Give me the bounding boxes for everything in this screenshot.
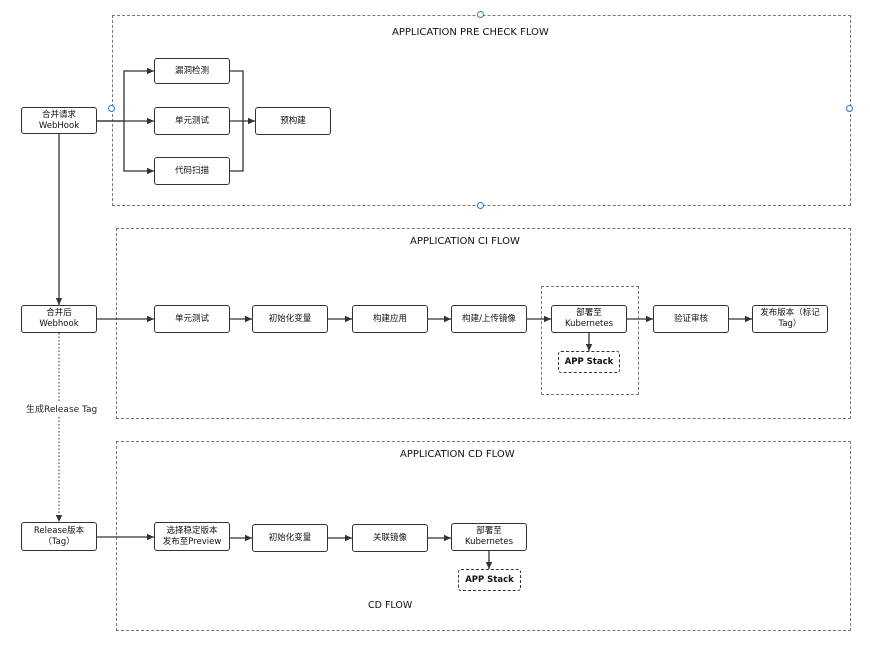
build-push-image-node[interactable]: 构建/上传镜像 bbox=[451, 305, 527, 333]
release-version-node[interactable]: Release版本 （Tag） bbox=[21, 522, 97, 551]
deploy-kubernetes-ci-node[interactable]: 部署至 Kubernetes bbox=[551, 305, 627, 333]
publish-version-node[interactable]: 发布版本（标记 Tag） bbox=[752, 305, 828, 333]
merged-webhook-node[interactable]: 合并后 Webhook bbox=[21, 305, 97, 333]
code-scan-node[interactable]: 代码扫描 bbox=[154, 157, 230, 185]
unit-test-precheck-node[interactable]: 单元测试 bbox=[154, 107, 230, 135]
edge-merge-to-codescan bbox=[123, 121, 154, 175]
init-vars-cd-node[interactable]: 初始化变量 bbox=[252, 524, 328, 552]
link-image-node[interactable]: 关联镜像 bbox=[352, 524, 428, 552]
gen-release-tag-label: 生成Release Tag bbox=[26, 402, 98, 415]
resize-handle-top[interactable] bbox=[477, 11, 484, 18]
cd-flow-label: CD FLOW bbox=[368, 600, 413, 611]
prebuild-node[interactable]: 预构建 bbox=[255, 107, 331, 135]
deploy-group-frame bbox=[541, 286, 639, 395]
resize-handle-bottom[interactable] bbox=[477, 202, 484, 209]
app-stack-cd-node[interactable]: APP Stack bbox=[458, 569, 521, 591]
ci-frame bbox=[116, 228, 851, 419]
resize-handle-left[interactable] bbox=[108, 105, 115, 112]
merge-request-webhook-node[interactable]: 合并请求 WebHook bbox=[21, 107, 97, 134]
resize-handle-right[interactable] bbox=[846, 105, 853, 112]
cd-frame bbox=[116, 441, 851, 631]
edge-merge-to-vuln bbox=[97, 67, 154, 122]
ci-frame-title: APPLICATION CI FLOW bbox=[410, 236, 520, 247]
unit-test-ci-node[interactable]: 单元测试 bbox=[154, 305, 230, 333]
cd-frame-title: APPLICATION CD FLOW bbox=[400, 449, 515, 460]
select-stable-version-node[interactable]: 选择稳定版本 发布至Preview bbox=[154, 522, 230, 551]
build-app-node[interactable]: 构建应用 bbox=[352, 305, 428, 333]
verify-review-node[interactable]: 验证审核 bbox=[653, 305, 729, 333]
app-stack-ci-node[interactable]: APP Stack bbox=[558, 351, 620, 373]
vuln-scan-node[interactable]: 漏洞检测 bbox=[154, 58, 230, 84]
precheck-frame-title: APPLICATION PRE CHECK FLOW bbox=[392, 27, 549, 38]
init-vars-ci-node[interactable]: 初始化变量 bbox=[252, 305, 328, 333]
deploy-kubernetes-cd-node[interactable]: 部署至 Kubernetes bbox=[451, 523, 527, 551]
